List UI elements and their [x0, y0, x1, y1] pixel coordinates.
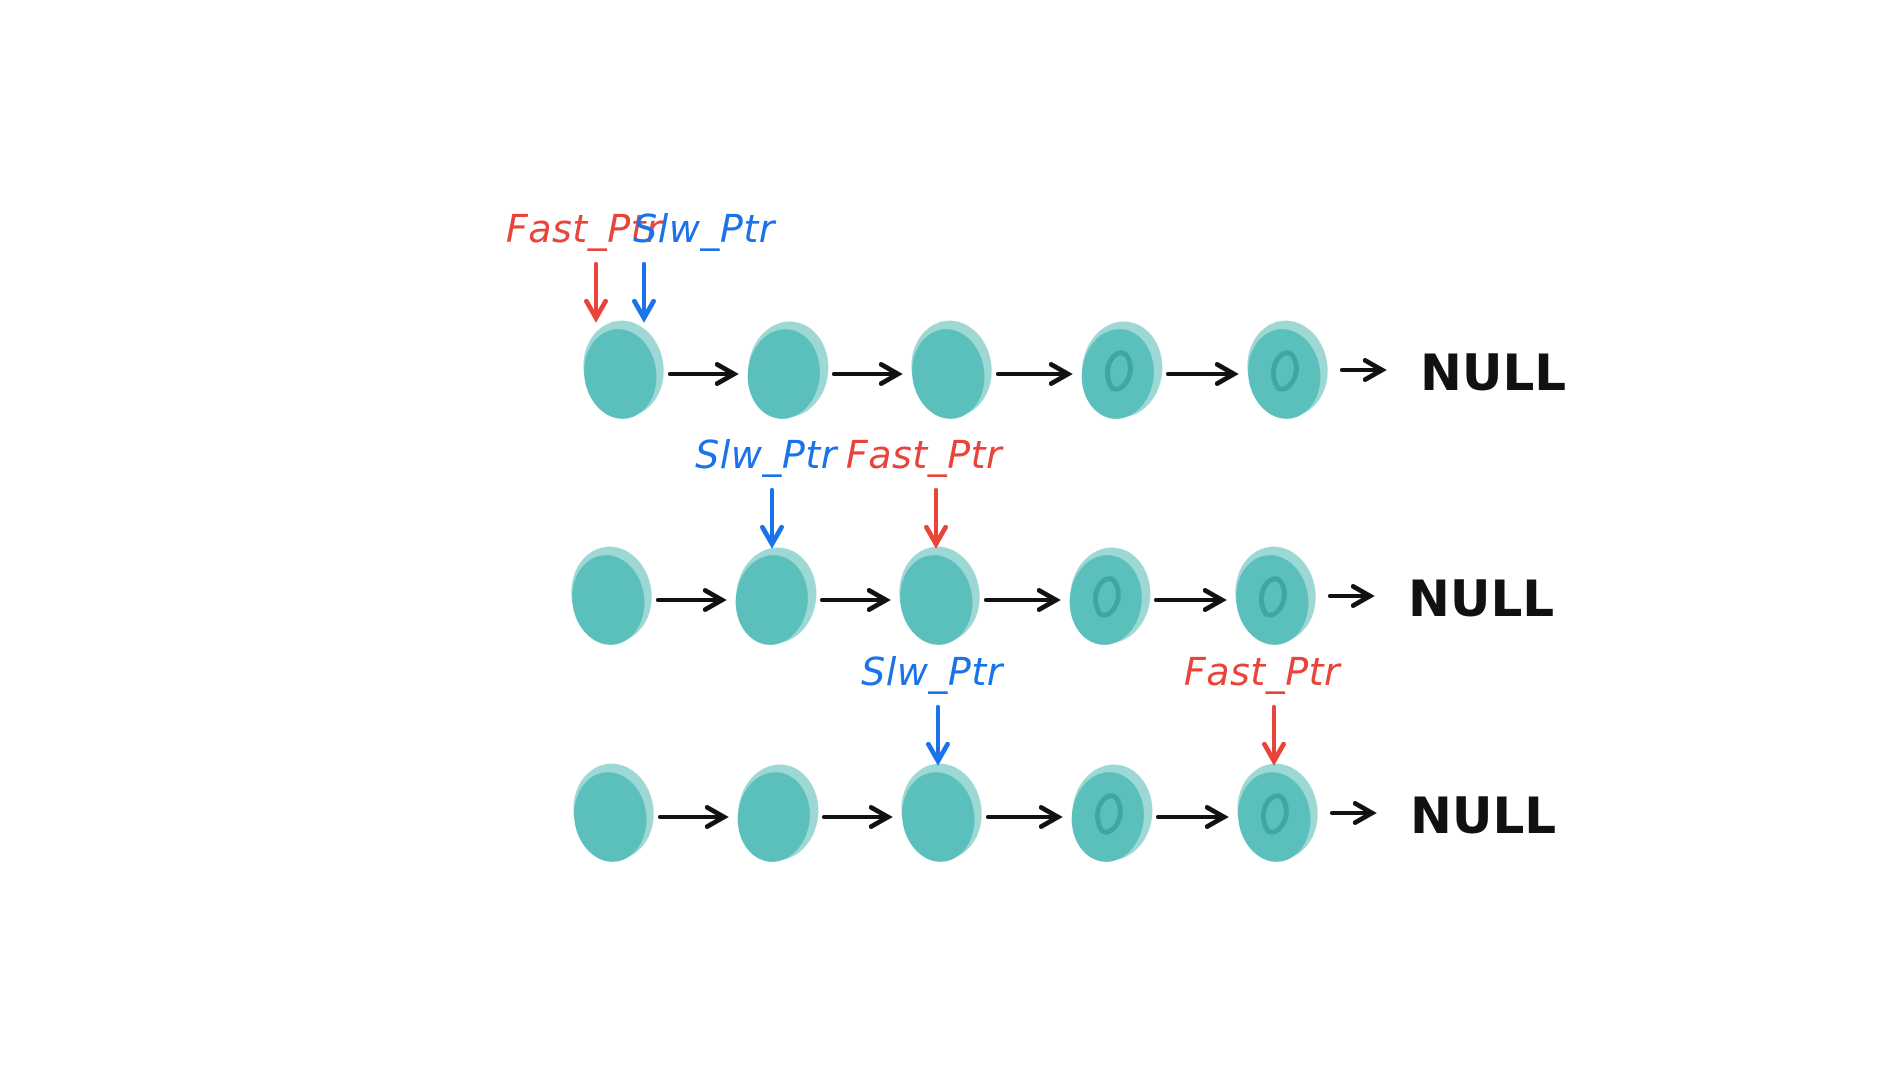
node-body: [900, 555, 973, 645]
slow-pointer-label: Slw_Ptr: [861, 650, 1005, 694]
list-node: [1237, 763, 1318, 862]
node-body: [1071, 772, 1144, 862]
node-body: [584, 329, 657, 419]
null-label: NULL: [1420, 344, 1566, 402]
list-node: [1069, 547, 1151, 645]
list-node: [1071, 764, 1153, 862]
node-body: [912, 329, 985, 419]
fast-pointer-label: Fast_Ptr: [506, 207, 664, 251]
node-body: [737, 772, 810, 862]
node-body: [1248, 329, 1321, 419]
node-body: [1238, 772, 1311, 862]
node-swirl: [1270, 350, 1299, 392]
node-body: [572, 555, 645, 645]
null-label: NULL: [1410, 787, 1556, 845]
list-node: [1235, 546, 1316, 645]
node-swirl: [1258, 576, 1287, 618]
list-node: [571, 546, 652, 645]
null-label: NULL: [1408, 570, 1554, 628]
node-swirl: [1260, 793, 1289, 835]
node-body: [1236, 555, 1309, 645]
list-node: [899, 546, 980, 645]
slow-pointer-label: Slw_Ptr: [633, 207, 777, 251]
list-node: [737, 764, 819, 862]
list-node: [901, 763, 982, 862]
list-node: [583, 320, 664, 419]
node-body: [735, 555, 808, 645]
node-body: [902, 772, 975, 862]
list-node: [1081, 321, 1163, 419]
node-body: [1069, 555, 1142, 645]
node-body: [574, 772, 647, 862]
node-body: [747, 329, 820, 419]
list-node: [911, 320, 992, 419]
node-swirl: [1092, 576, 1121, 618]
list-node: [747, 321, 829, 419]
node-body: [1081, 329, 1154, 419]
fast-pointer-label: Fast_Ptr: [846, 433, 1004, 477]
list-node: [735, 547, 817, 645]
list-node: [1247, 320, 1328, 419]
node-swirl: [1094, 793, 1123, 835]
slow-pointer-label: Slw_Ptr: [695, 433, 839, 477]
fast-pointer-label: Fast_Ptr: [1184, 650, 1342, 694]
node-swirl: [1104, 350, 1133, 392]
list-node: [573, 763, 654, 862]
